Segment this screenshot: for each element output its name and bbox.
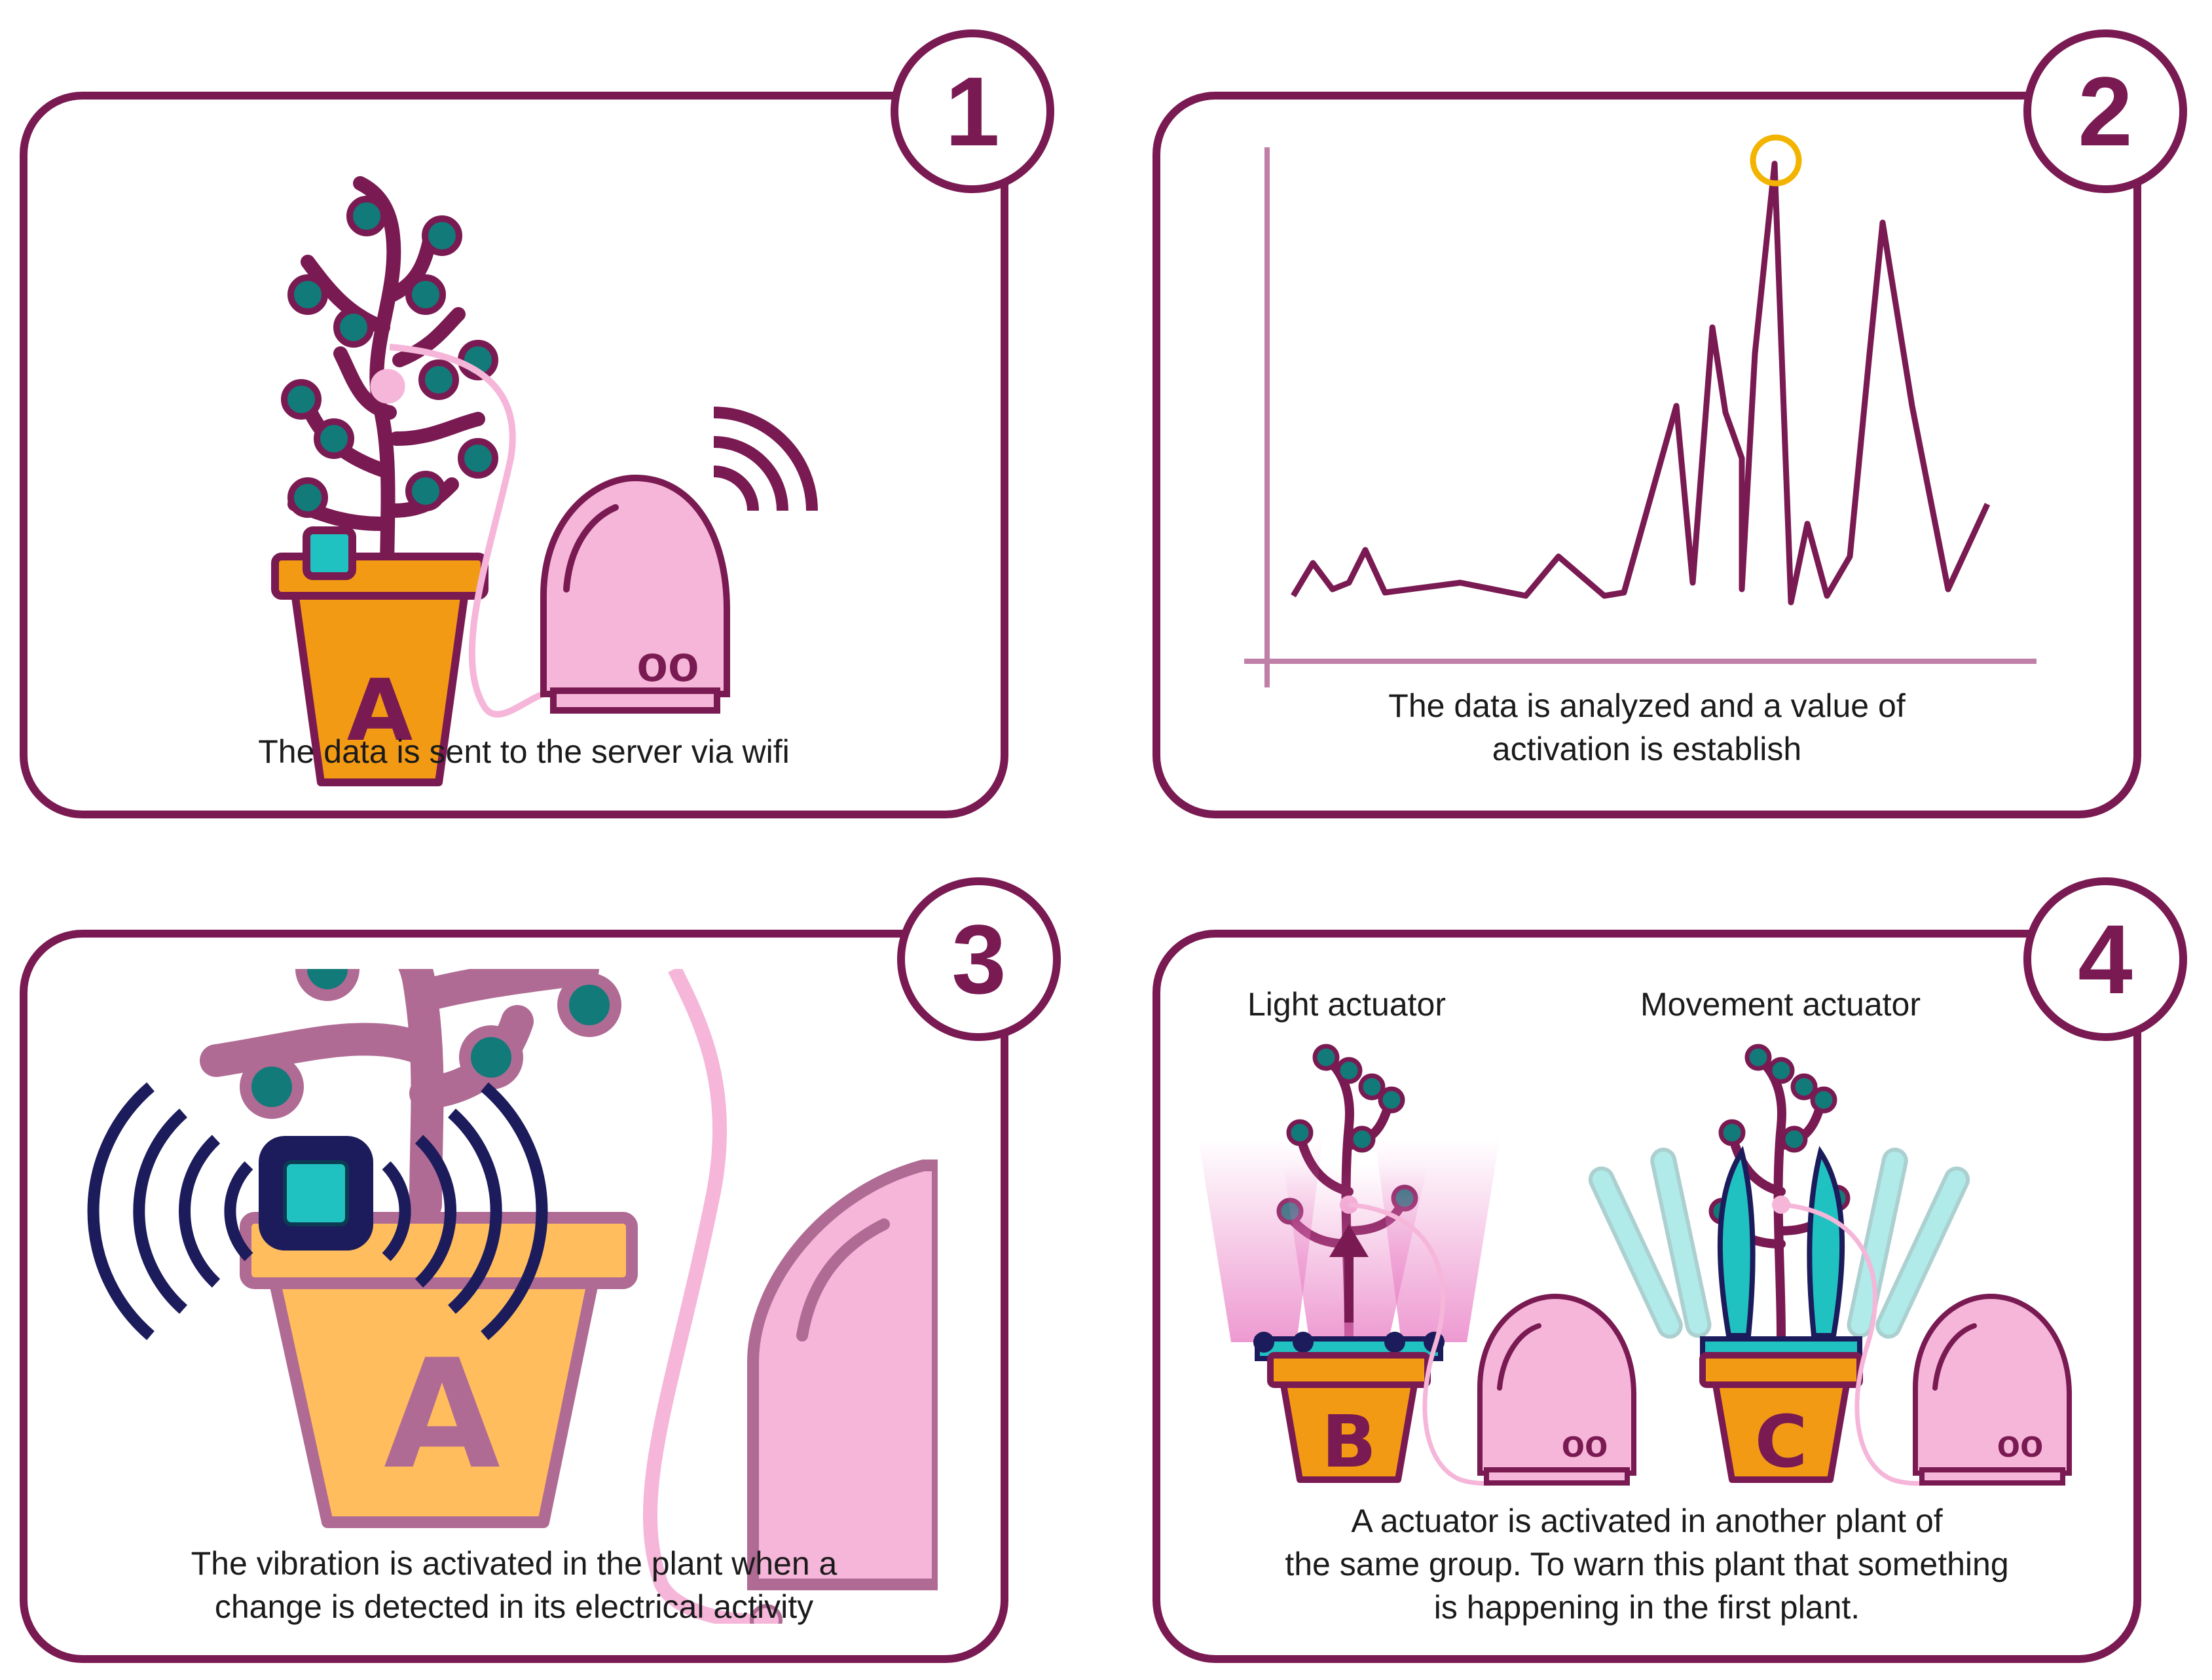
signal-line — [1291, 160, 1991, 606]
step-1-badge: 1 — [891, 29, 1054, 193]
caption-line: change is detected in its electrical act… — [214, 1588, 814, 1625]
step-2-caption: The data is analyzed and a value of acti… — [1218, 684, 2076, 771]
panel-step-4: Light actuator Movement actuator — [1152, 930, 2141, 1663]
panel-step-3: A The vibration is activated in the plan… — [20, 930, 1008, 1663]
server-device-b: oo — [1477, 1293, 1636, 1486]
plant-a-illustration — [281, 176, 498, 629]
server-device-c: oo — [1913, 1293, 2072, 1486]
step-number: 2 — [2078, 56, 2133, 166]
pot-letter: A — [384, 1328, 500, 1503]
caption-line: The data is analyzed and a value of — [1388, 687, 1906, 724]
step-1-caption: The data is sent to the server via wifi — [258, 733, 790, 770]
step-3-caption: The vibration is activated in the plant … — [72, 1542, 956, 1628]
step-number: 4 — [2078, 904, 2133, 1014]
panel-step-1: A oo The data is sent to the server via … — [20, 92, 1008, 818]
light-actuator-label: Light actuator — [1247, 986, 1446, 1023]
server-device: oo — [540, 474, 730, 714]
pot-a: A — [271, 526, 488, 786]
vibration-closeup-illustration: A — [87, 969, 938, 1624]
server-indicator: oo — [1562, 1423, 1608, 1465]
step-number: 1 — [945, 56, 1000, 166]
step-4-badge: 4 — [2023, 877, 2187, 1041]
caption-line: A actuator is activated in another plant… — [1351, 1503, 1943, 1539]
step-3-badge: 3 — [897, 877, 1061, 1041]
step-2-badge: 2 — [2023, 29, 2187, 193]
pot-letter: B — [1321, 1400, 1376, 1484]
server-indicator: oo — [1997, 1423, 2044, 1465]
server-indicator: oo — [636, 634, 699, 692]
peak-marker — [1750, 134, 1802, 187]
panel-step-2: The data is analyzed and a value of acti… — [1152, 92, 2141, 818]
step-number: 3 — [951, 904, 1006, 1014]
plant-c: C — [1588, 1044, 1970, 1486]
caption-line: activation is establish — [1492, 731, 1802, 767]
pot-letter: A — [347, 661, 413, 760]
activation-signal-graph — [1244, 134, 2037, 687]
plant-b: B — [1198, 1044, 1520, 1486]
movement-actuator-label: Movement actuator — [1640, 986, 1921, 1023]
caption-line: is happening in the first plant. — [1433, 1589, 1860, 1626]
sensor-cable — [389, 344, 545, 718]
step-4-caption: A actuator is activated in another plant… — [1192, 1499, 2102, 1629]
caption-line: the same group. To warn this plant that … — [1285, 1546, 2009, 1582]
wifi-icon — [713, 407, 818, 511]
pot-letter: C — [1755, 1400, 1808, 1484]
actuator-scene-illustration: B oo — [1198, 1044, 2072, 1486]
caption-line: The vibration is activated in the plant … — [191, 1545, 838, 1582]
